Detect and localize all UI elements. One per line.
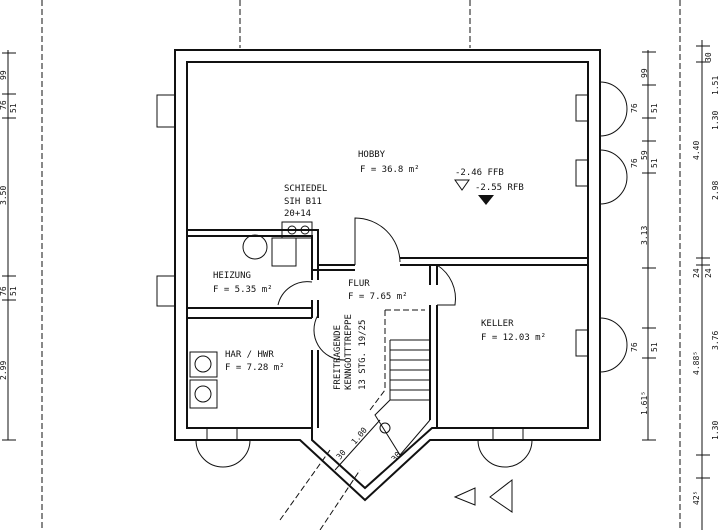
dimension-right-outer: 30 4.40 24 24 4.88⁵ 42⁵ 1.51 2.98 3.76 1… bbox=[692, 40, 720, 530]
staircase bbox=[279, 309, 431, 530]
dimension-label: 76 bbox=[0, 286, 8, 296]
room-hobby-name: HOBBY bbox=[358, 150, 386, 160]
chimney-label-3: 20+14 bbox=[284, 209, 311, 219]
dimension-label: 76 bbox=[630, 103, 639, 113]
interior-walls bbox=[187, 229, 588, 428]
level-ffb: -2.46 FFB bbox=[455, 168, 504, 178]
fixtures bbox=[189, 221, 313, 409]
dimension-label: 3.76 bbox=[711, 331, 720, 350]
dimension-label: 42⁵ bbox=[692, 491, 701, 505]
room-flur-area: F = 7.65 m² bbox=[348, 292, 408, 302]
level-ffb-icon bbox=[454, 179, 470, 191]
dimension-label: 3.50 bbox=[0, 186, 8, 205]
dimension-label: 51 bbox=[650, 342, 659, 352]
stair-label-2: KENNGOTTTREPPE bbox=[344, 314, 354, 390]
doors bbox=[277, 217, 456, 361]
room-keller-name: KELLER bbox=[481, 319, 514, 329]
section-marker-icon bbox=[453, 478, 513, 513]
dimension-label: 4.40 bbox=[692, 141, 701, 160]
dimension-label: 2.98 bbox=[711, 181, 720, 200]
dimension-left: 99 76 51 3.50 76 51 2.99 bbox=[0, 50, 18, 441]
room-heizung-name: HEIZUNG bbox=[213, 271, 251, 281]
dimension-label: 1.30 bbox=[711, 421, 720, 440]
dimension-label: 59 bbox=[640, 150, 649, 160]
windows bbox=[156, 81, 628, 468]
room-har-area: F = 7.28 m² bbox=[225, 363, 285, 373]
dimension-label: 51 bbox=[650, 158, 659, 168]
stair-wall-left: 30 bbox=[335, 448, 348, 461]
dimension-label: 24 bbox=[704, 268, 713, 278]
dimension-label: 76 bbox=[630, 158, 639, 168]
dimension-label: 30 bbox=[704, 52, 713, 62]
room-flur-name: FLUR bbox=[348, 279, 370, 289]
chimney-label-2: SIH B11 bbox=[284, 197, 322, 207]
dimension-label: 1.51 bbox=[711, 76, 720, 95]
dimension-label: 4.88⁵ bbox=[692, 351, 701, 375]
room-keller-area: F = 12.03 m² bbox=[481, 333, 546, 343]
dimension-label: 24 bbox=[692, 268, 701, 278]
room-hobby-area: F = 36.8 m² bbox=[360, 165, 420, 175]
dimension-label: 99 bbox=[640, 68, 649, 78]
dimension-label: 76 bbox=[630, 342, 639, 352]
dimension-label: 51 bbox=[650, 103, 659, 113]
dimension-label: 2.99 bbox=[0, 361, 8, 380]
stair-wall-right: 30 bbox=[390, 450, 403, 463]
dimension-label: 51 bbox=[9, 103, 18, 113]
stair-label-1: FREITRAGENDE bbox=[333, 325, 343, 390]
chimney-label-1: SCHIEDEL bbox=[284, 184, 327, 194]
dimension-label: 99 bbox=[0, 70, 8, 80]
dimension-label: 1.61⁵ bbox=[640, 391, 649, 415]
room-har-name: HAR / HWR bbox=[225, 350, 274, 360]
level-rfb: -2.55 RFB bbox=[475, 183, 524, 193]
dimension-label: 1.30 bbox=[711, 111, 720, 130]
room-heizung-area: F = 5.35 m² bbox=[213, 285, 273, 295]
dimension-label: 3.13 bbox=[640, 226, 649, 245]
dimension-label: 76 bbox=[0, 100, 8, 110]
stair-label-3: 13 STG. 19/25 bbox=[358, 320, 368, 390]
level-rfb-icon bbox=[478, 195, 494, 205]
dimension-label: 51 bbox=[9, 286, 18, 296]
dimension-right-inner: 99 76 51 59 76 51 3.13 76 51 1.61⁵ bbox=[630, 50, 659, 441]
